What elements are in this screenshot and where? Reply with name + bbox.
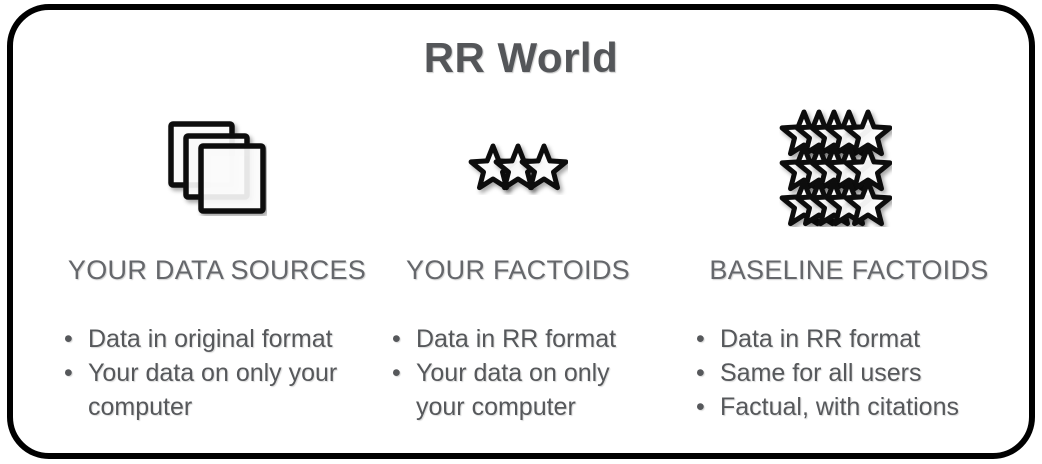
column-heading: BASELINE FACTOIDS xyxy=(709,255,989,285)
bullet-item: Data in RR format xyxy=(693,322,1005,356)
bullet-list: Data in RR format Your data on only your… xyxy=(389,322,647,424)
column-your-factoids: YOUR FACTOIDS Data in RR format Your dat… xyxy=(389,105,647,424)
bullet-item: Factual, with citations xyxy=(693,390,1005,424)
bullet-item: Same for all users xyxy=(693,356,1005,390)
column-your-data-sources: YOUR DATA SOURCES Data in original forma… xyxy=(61,105,373,424)
stacked-pages-icon-svg xyxy=(168,121,266,214)
page-title: RR World xyxy=(423,34,619,81)
column-baseline-factoids: BASELINE FACTOIDS Data in RR format Same… xyxy=(693,105,1005,424)
bullet-list: Data in original format Your data on onl… xyxy=(61,322,373,424)
bullet-item: Your data on only your computer xyxy=(389,356,647,424)
bullet-item: Data in RR format xyxy=(389,322,647,356)
three-stars-icon xyxy=(389,105,647,231)
star-cluster-icon-svg xyxy=(779,109,892,227)
three-stars-icon-svg xyxy=(468,141,568,195)
column-heading: YOUR DATA SOURCES xyxy=(67,255,367,285)
star-cluster-icon xyxy=(679,105,991,231)
bullet-item: Your data on only your computer xyxy=(61,356,373,424)
stacked-pages-icon xyxy=(61,105,373,231)
rr-world-card: RR World YOUR DATA SOURCES Data in origi… xyxy=(7,4,1035,459)
column-heading: YOUR FACTOIDS xyxy=(406,255,630,285)
bullet-list: Data in RR format Same for all users Fac… xyxy=(693,322,1005,424)
bullet-item: Data in original format xyxy=(61,322,373,356)
